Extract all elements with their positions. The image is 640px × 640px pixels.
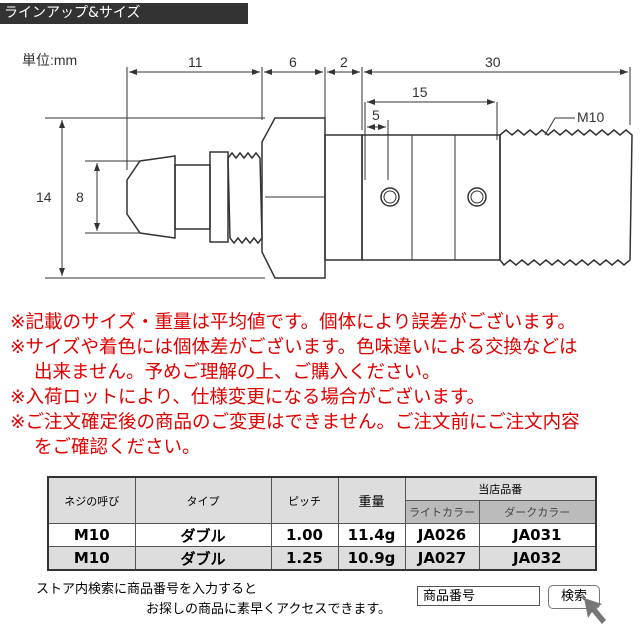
dim-8: 8 bbox=[76, 189, 84, 205]
header-weight: 重量 bbox=[337, 476, 406, 524]
dim-14: 14 bbox=[36, 189, 52, 205]
dim-15: 15 bbox=[412, 84, 428, 100]
notes: ※記載のサイズ・重量は平均値です。個体により誤差がございます。 ※サイズや着色に… bbox=[10, 310, 640, 460]
dim-2: 2 bbox=[340, 54, 348, 70]
cursor-arrow-icon bbox=[584, 598, 606, 624]
header-light: ライトカラー bbox=[404, 500, 480, 524]
thread-label: M10 bbox=[577, 109, 604, 125]
cell-pitch: 1.00 bbox=[270, 523, 339, 547]
cell-light: JA027 bbox=[404, 546, 480, 571]
spec-table: ネジの呼び タイプ ピッチ 重量 当店品番 ライトカラー ダークカラー M10 … bbox=[47, 476, 597, 571]
cell-thread: M10 bbox=[47, 523, 136, 547]
note: ※サイズや着色には個体差がございます。色味違いによる交換などは bbox=[10, 337, 578, 358]
search-hint: ストア内検索に商品番号を入力すると お探しの商品に素早くアクセスできます。 bbox=[36, 580, 391, 620]
header-code: 当店品番 bbox=[404, 476, 597, 501]
dim-5: 5 bbox=[372, 107, 380, 123]
dim-11: 11 bbox=[188, 54, 203, 70]
cell-weight: 10.9g bbox=[337, 546, 406, 571]
unit-label: 単位:mm bbox=[22, 52, 77, 68]
cell-type: ダブル bbox=[134, 546, 272, 571]
header-dark: ダークカラー bbox=[478, 500, 597, 524]
cell-pitch: 1.25 bbox=[270, 546, 339, 571]
header-thread: ネジの呼び bbox=[47, 476, 136, 524]
cell-dark: JA031 bbox=[478, 523, 597, 547]
cell-thread: M10 bbox=[47, 546, 136, 571]
hint-line: お探しの商品に素早くアクセスできます。 bbox=[146, 602, 392, 617]
table-row: M10 ダブル 1.25 10.9g JA027 JA032 bbox=[47, 546, 597, 571]
note: ※記載のサイズ・重量は平均値です。個体により誤差がございます。 bbox=[10, 312, 576, 333]
note: 出来ません。予めご理解の上、ご購入ください。 bbox=[34, 362, 441, 383]
table-row: M10 ダブル 1.00 11.4g JA026 JA031 bbox=[47, 523, 597, 547]
search-input[interactable]: 商品番号 bbox=[417, 586, 540, 606]
note: ※ご注文確定後の商品のご変更はできません。ご注文前にご注文内容 bbox=[10, 412, 580, 433]
dim-30: 30 bbox=[485, 54, 501, 70]
cell-light: JA026 bbox=[404, 523, 480, 547]
dim-6: 6 bbox=[289, 54, 297, 70]
header-pitch: ピッチ bbox=[270, 476, 339, 524]
cell-type: ダブル bbox=[134, 523, 272, 547]
cell-weight: 11.4g bbox=[337, 523, 406, 547]
bolt-dimension-drawing: 単位:mm 11 6 2 30 15 5 14 8 M10 bbox=[22, 52, 633, 279]
note: ※入荷ロットにより、仕様変更になる場合がございます。 bbox=[10, 387, 486, 408]
header-type: タイプ bbox=[134, 476, 272, 524]
section-header: ラインアップ&サイズ bbox=[0, 3, 248, 24]
note: をご確認ください。 bbox=[34, 437, 201, 458]
hint-line: ストア内検索に商品番号を入力すると bbox=[36, 582, 258, 597]
cell-dark: JA032 bbox=[478, 546, 597, 571]
